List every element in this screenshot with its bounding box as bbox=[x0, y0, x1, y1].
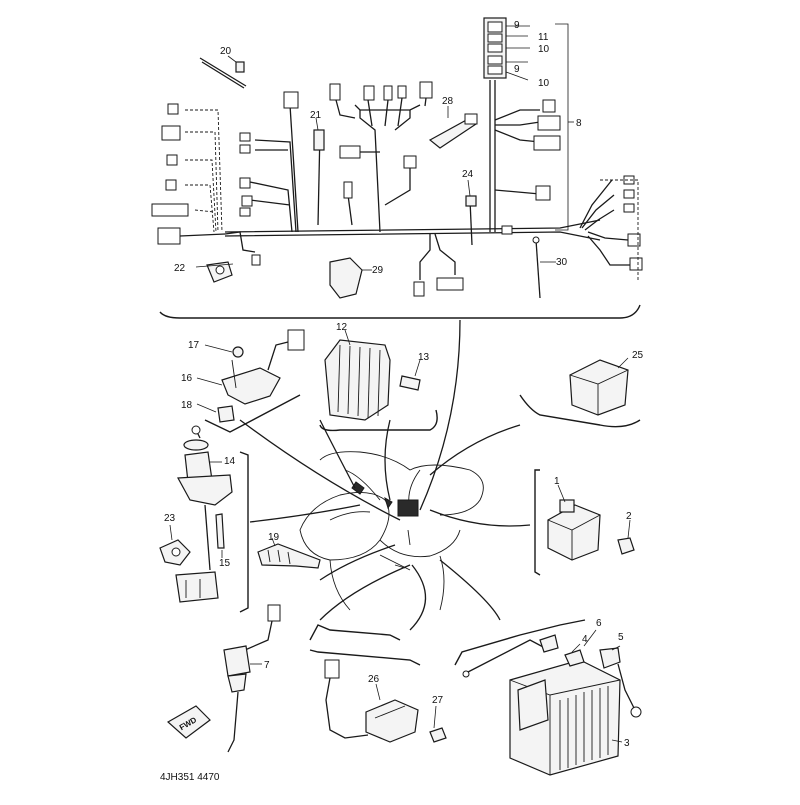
callout-10b: 10 bbox=[538, 78, 550, 89]
callout-9a: 9 bbox=[514, 20, 520, 31]
callout-4: 4 bbox=[582, 634, 588, 645]
part-group-1-2 bbox=[534, 469, 635, 576]
part-7-sensor bbox=[166, 604, 401, 753]
callout-6: 6 bbox=[596, 618, 602, 629]
drawing-code: 4JH351 4470 bbox=[160, 772, 220, 783]
callout-labels: 20 9 11 10 9 10 8 21 28 24 22 29 30 17 1… bbox=[164, 20, 644, 749]
callout-30: 30 bbox=[556, 257, 568, 268]
part-group-3-4-5-6 bbox=[454, 619, 642, 776]
callout-22: 22 bbox=[174, 263, 186, 274]
callout-28: 28 bbox=[442, 96, 454, 107]
callout-7: 7 bbox=[264, 660, 270, 671]
callout-2: 2 bbox=[626, 511, 632, 522]
callout-25: 25 bbox=[632, 350, 644, 361]
part-group-26-27 bbox=[309, 649, 447, 743]
motorcycle-outline bbox=[239, 319, 531, 631]
callout-12: 12 bbox=[336, 322, 348, 333]
callout-24: 24 bbox=[462, 169, 474, 180]
callout-16: 16 bbox=[181, 373, 193, 384]
part-19 bbox=[257, 537, 321, 569]
wire-harness bbox=[151, 17, 643, 319]
part-group-16-17-18 bbox=[196, 329, 305, 433]
callout-5: 5 bbox=[618, 632, 624, 643]
callout-20: 20 bbox=[220, 46, 232, 57]
callout-18: 18 bbox=[181, 400, 193, 411]
callout-17: 17 bbox=[188, 340, 200, 351]
callout-21: 21 bbox=[310, 110, 322, 121]
callout-11: 11 bbox=[538, 32, 549, 43]
part-group-14-15-23 bbox=[159, 425, 249, 613]
callout-1: 1 bbox=[554, 476, 560, 487]
callout-29: 29 bbox=[372, 265, 384, 276]
callout-9b: 9 bbox=[514, 64, 520, 75]
callout-27: 27 bbox=[432, 695, 444, 706]
callout-23: 23 bbox=[164, 513, 176, 524]
callout-15: 15 bbox=[219, 558, 231, 569]
part-25-relay bbox=[519, 357, 641, 428]
callout-14: 14 bbox=[224, 456, 236, 467]
callout-19: 19 bbox=[268, 532, 280, 543]
callout-8: 8 bbox=[576, 118, 582, 129]
callout-26: 26 bbox=[368, 674, 380, 685]
callout-13: 13 bbox=[418, 352, 430, 363]
callout-3: 3 bbox=[624, 738, 630, 749]
part-group-12-13 bbox=[319, 329, 438, 432]
callout-10a: 10 bbox=[538, 44, 550, 55]
